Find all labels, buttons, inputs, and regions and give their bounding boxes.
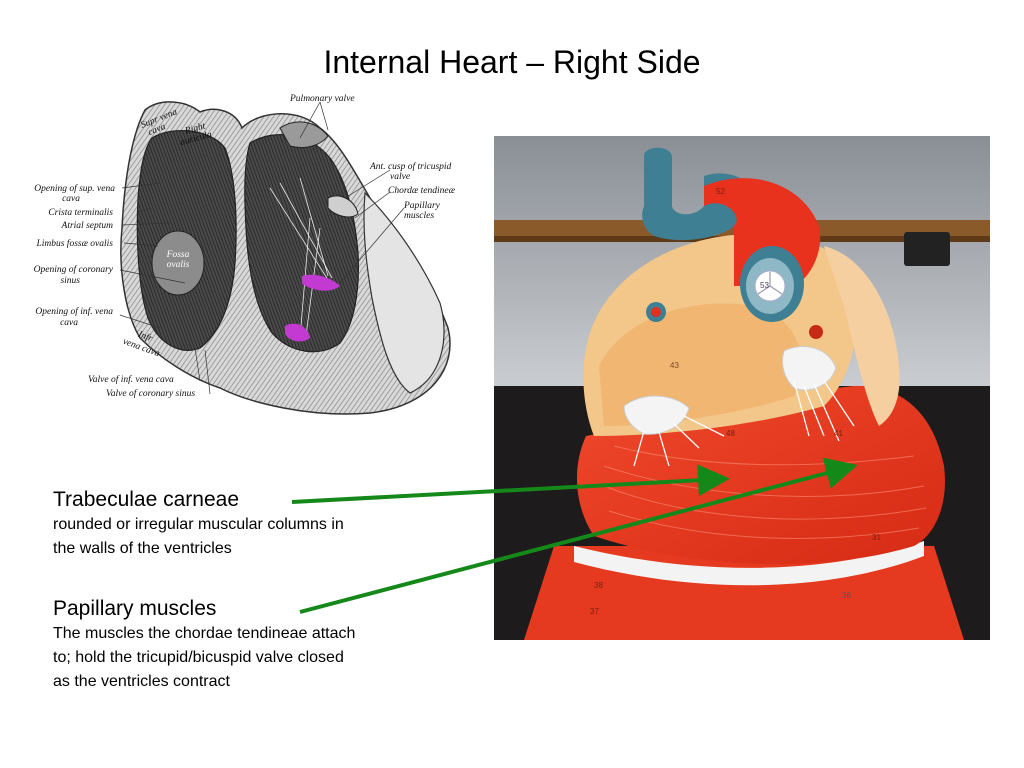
label-valve-inf-vena-cava: Valve of inf. vena cava [88, 375, 174, 385]
model-number-43: 43 [670, 361, 679, 370]
label-fossa-ovalis-1: Fossa [166, 250, 190, 260]
term-papillary-muscles: Papillary muscles The muscles the chorda… [53, 596, 355, 694]
label-opening-inf-vena-cava-1: Opening of inf. vena [35, 307, 113, 317]
model-number-38: 38 [594, 581, 603, 590]
label-papillary-muscles-1: Papillary [404, 201, 440, 211]
term-trabeculae-carneae: Trabeculae carneae rounded or irregular … [53, 487, 344, 561]
slide-title: Internal Heart – Right Side [323, 44, 701, 80]
heart-sketch [119, 101, 451, 415]
label-atrial-septum: Atrial septum [61, 221, 113, 231]
term-description-line: The muscles the chordae tendineae attach [53, 625, 356, 642]
label-chordae-tendineae: Chordæ tendineæ [388, 186, 455, 196]
model-number-36: 36 [842, 591, 851, 600]
label-ant-cusp-tricuspid-1: Ant. cusp of tricuspid [370, 162, 452, 172]
term-description-line: the walls of the ventricles [53, 540, 232, 557]
model-number-41: 41 [834, 429, 843, 438]
label-ant-cusp-tricuspid-2: valve [390, 172, 411, 182]
term-description-line: as the ventricles contract [53, 673, 230, 690]
label-opening-coronary-sinus-2: sinus [60, 276, 80, 286]
term-title: Papillary muscles [53, 597, 217, 620]
papillary-muscle-highlight-upper [302, 274, 340, 291]
model-number-37: 37 [590, 607, 599, 616]
term-description-line: rounded or irregular muscular columns in [53, 516, 344, 533]
model-number-31: 31 [872, 533, 881, 542]
term-description-line: to; hold the tricupid/bicuspid valve clo… [53, 649, 344, 666]
heart-anatomy-illustration: Pulmonary valve Supr vena cava Right aur… [10, 88, 480, 428]
term-title: Trabeculae carneae [53, 488, 240, 511]
label-opening-inf-vena-cava-2: cava [60, 318, 78, 328]
label-limbus-fossae-ovalis: Limbus fossæ ovalis [36, 239, 113, 249]
heart-model-photo: 52 53 43 48 41 31 38 36 37 [494, 136, 990, 640]
model-number-48: 48 [726, 429, 735, 438]
label-crista-terminalis: Crista terminalis [48, 208, 113, 218]
heart-model-drawing: 52 53 43 48 41 31 38 36 37 [494, 136, 990, 640]
label-papillary-muscles-2: muscles [404, 211, 435, 221]
label-fossa-ovalis-2: ovalis [166, 260, 190, 270]
model-number-53: 53 [760, 281, 769, 290]
label-opening-sup-vena-cava-1: Opening of sup. vena [34, 184, 115, 194]
label-opening-sup-vena-cava-2: cava [62, 194, 80, 204]
model-number-52: 52 [716, 187, 725, 196]
label-valve-coronary-sinus: Valve of coronary sinus [106, 389, 196, 399]
papillary-muscle-highlight-lower [285, 323, 310, 342]
label-opening-coronary-sinus-1: Opening of coronary [33, 265, 113, 275]
label-pulmonary-valve: Pulmonary valve [290, 94, 355, 104]
